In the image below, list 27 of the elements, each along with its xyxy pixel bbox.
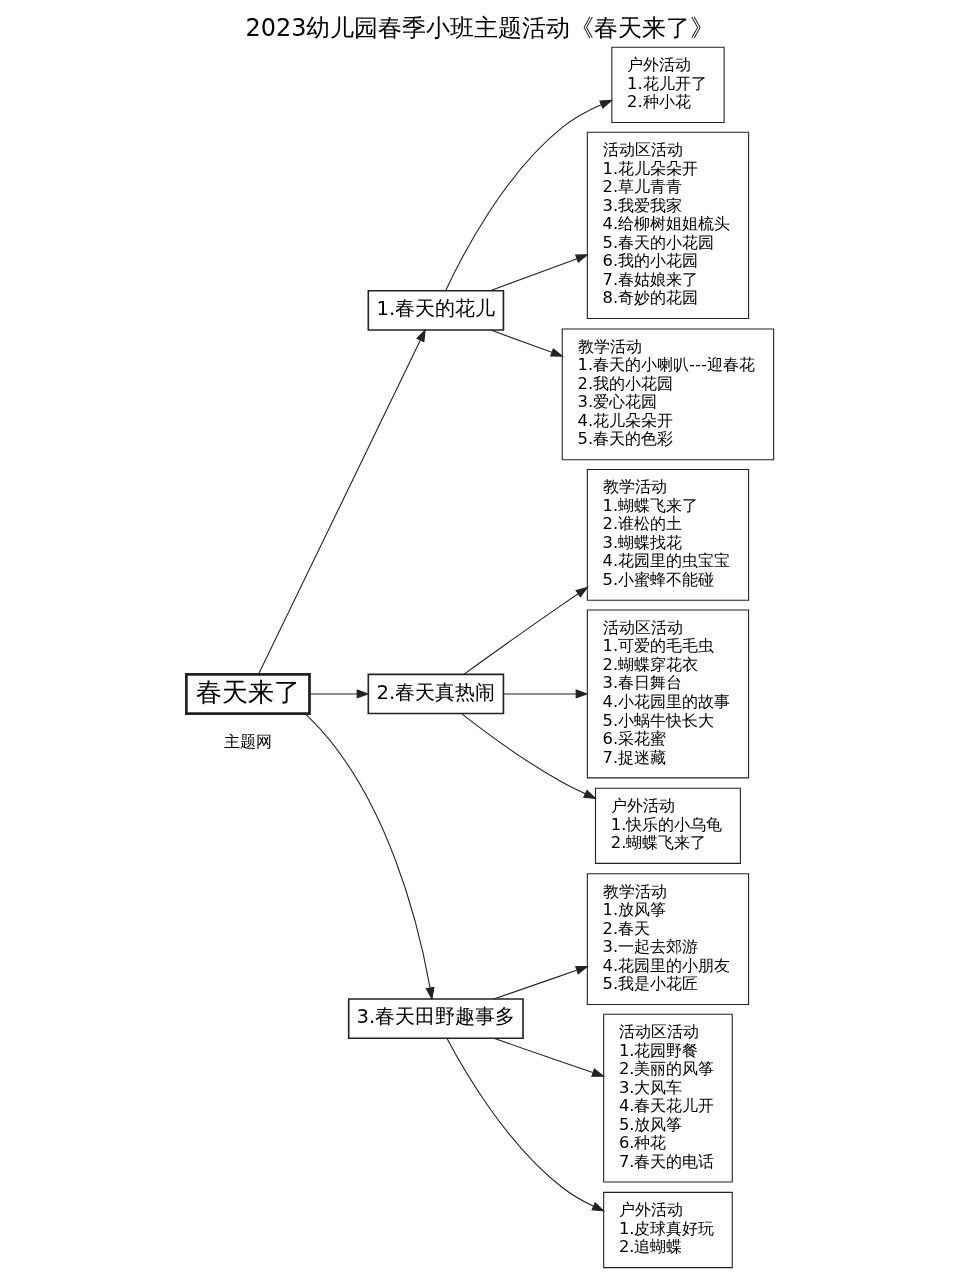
arrow bbox=[304, 713, 435, 1001]
arrow bbox=[461, 713, 597, 800]
node-box: 教学活动 1.春天的小喇叭---迎春花 2.我的小花园 3.爱心花园 4.花儿朵朵开 5.春天的色彩 bbox=[561, 328, 775, 461]
node-box: 户外活动 1.皮球真好玩 2.追蝴蝶 bbox=[603, 1191, 733, 1269]
arrow bbox=[258, 328, 426, 675]
node-box: 1.春天的花儿 bbox=[367, 289, 505, 331]
arrow bbox=[502, 689, 589, 699]
arrow bbox=[445, 99, 613, 292]
node-box: 活动区活动 1.可爱的毛毛虫 2.蝴蝶穿花衣 3.春日舞台 4.小花园里的故事 5.小蜗牛快长大 6.采花蜜 7.捉迷藏 bbox=[586, 609, 750, 779]
node-box: 教学活动 1.放风筝 2.春天 3.一起去郊游 4.花园里的小朋友 5.我是小花匠 bbox=[586, 873, 750, 1005]
arrow bbox=[446, 1037, 606, 1212]
node-box: 3.春天田野趣事多 bbox=[347, 998, 524, 1040]
node-box: 户外活动 1.快乐的小乌龟 2.蝴蝶飞来了 bbox=[594, 787, 741, 864]
arrow bbox=[309, 689, 370, 699]
node-box: 2.春天真热闹 bbox=[367, 673, 505, 715]
arrow bbox=[493, 1037, 605, 1077]
node-box: 户外活动 1.花儿开了 2.种小花 bbox=[611, 46, 725, 123]
diagram-title: 2023幼儿园春季小班主题活动《春天来了》 bbox=[245, 13, 715, 42]
node-box: 春天来了 bbox=[185, 672, 311, 715]
arrow bbox=[493, 966, 589, 1000]
node-box: 教学活动 1.蝴蝶飞来了 2.谁松的土 3.蝴蝶找花 4.花园里的虫宝宝 5.小蜜蜂不能碰 bbox=[586, 468, 750, 601]
label: 主题网 bbox=[223, 731, 272, 751]
node-box: 活动区活动 1.花园野餐 2.美丽的风筝 3.大风车 4.春天花儿开 5.放风筝 6.种花 7.春天的电话 bbox=[603, 1013, 733, 1183]
node-box: 活动区活动 1.花儿朵朵开 2.草儿青青 3.我爱我家 4.给柳树姐姐梳头 5.春天的小花园 6.我的小花园 7.春姑娘来了 8.奇妙的花园 bbox=[586, 131, 750, 320]
arrow bbox=[490, 329, 564, 357]
arrow bbox=[489, 254, 589, 292]
arrow bbox=[463, 586, 589, 675]
